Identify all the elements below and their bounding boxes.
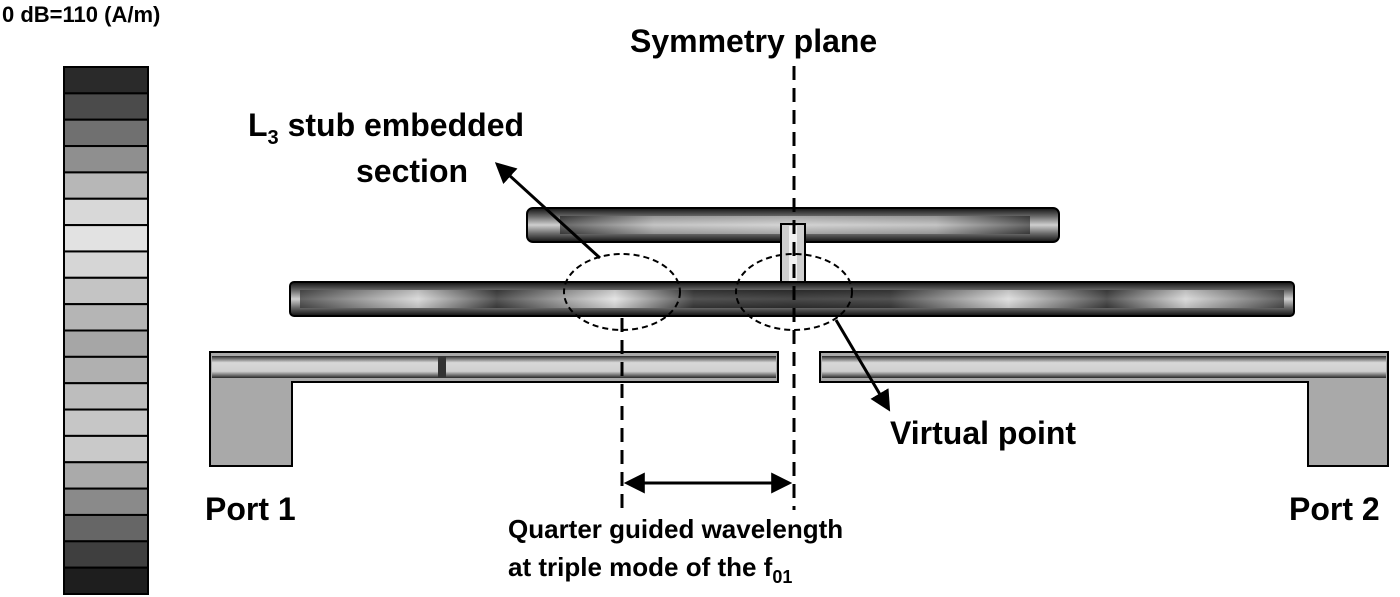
scale-band xyxy=(63,513,149,543)
scale-band xyxy=(63,408,149,437)
scale-band xyxy=(63,382,149,411)
quarter-wavelength-label-line1: Quarter guided wavelength xyxy=(508,514,843,544)
left-feed-line xyxy=(209,351,779,467)
virtual-point-ellipse xyxy=(735,253,853,331)
scale-band xyxy=(63,487,149,516)
scale-band xyxy=(63,461,149,490)
scale-band xyxy=(63,118,149,148)
scale-label: 0 dB=110 (A/m) xyxy=(2,2,160,27)
stub-section-label-line2: section xyxy=(356,153,468,189)
scale-band xyxy=(63,197,149,227)
port1-label: Port 1 xyxy=(205,491,296,527)
quarter-wavelength-label-line2: at triple mode of the f01 xyxy=(508,552,792,587)
scale-band xyxy=(63,145,149,174)
scale-band xyxy=(63,250,149,279)
scale-band xyxy=(63,171,149,200)
color-scale-bar xyxy=(63,66,149,596)
scale-band xyxy=(63,303,149,332)
virtual-point-label: Virtual point xyxy=(890,415,1076,451)
right-feed-line xyxy=(819,351,1389,467)
virtual-point-arrow xyxy=(834,319,891,412)
scale-band xyxy=(63,66,149,95)
port2-label: Port 2 xyxy=(1289,491,1380,527)
scale-band xyxy=(63,329,149,358)
stub-section-label-line1: L3 stub embedded xyxy=(248,107,524,149)
scale-band xyxy=(63,566,149,596)
middle-resonator xyxy=(289,281,1295,317)
scale-band xyxy=(63,224,149,253)
stub-section-ellipse xyxy=(563,253,681,331)
scale-band xyxy=(63,92,149,121)
scale-band xyxy=(63,355,149,385)
scale-band xyxy=(63,276,149,306)
scale-band xyxy=(63,434,149,464)
symmetry-plane-label: Symmetry plane xyxy=(630,23,877,59)
stub-label-arrow xyxy=(494,162,602,260)
scale-band xyxy=(63,540,149,569)
